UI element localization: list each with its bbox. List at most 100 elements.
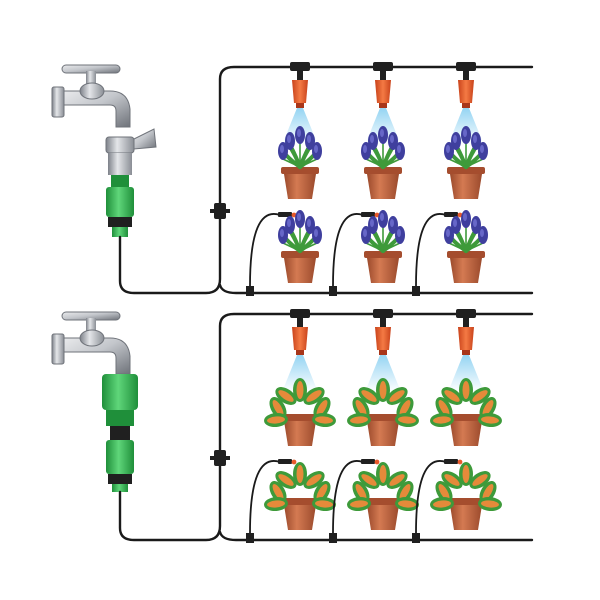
flower-pot	[281, 498, 319, 530]
drip-connector	[412, 286, 420, 296]
pot-body	[284, 258, 316, 283]
nozzle	[292, 80, 308, 103]
mist-sprinkler	[365, 309, 401, 392]
pot-body	[450, 174, 482, 199]
pot-body	[367, 505, 399, 530]
tee-connector	[456, 309, 476, 318]
pot-rim	[447, 251, 485, 258]
nozzle	[458, 80, 474, 103]
nozzle	[458, 327, 474, 350]
drip-emitter	[246, 212, 297, 296]
tee-connector	[373, 62, 393, 71]
drip-emitter	[412, 459, 463, 543]
drip-connector	[329, 533, 337, 543]
drip-tube	[415, 460, 447, 534]
wing-nut	[133, 128, 157, 150]
lower-tube	[218, 530, 534, 542]
pot-body	[450, 258, 482, 283]
quick-connector	[106, 440, 134, 474]
drip-stake	[361, 459, 375, 464]
nozzle	[292, 327, 308, 350]
irrigation-system-1	[51, 62, 534, 296]
mist-spray	[365, 355, 401, 392]
drip-connector	[246, 533, 254, 543]
drip-connector	[412, 533, 420, 543]
faucet-mount	[51, 86, 65, 118]
faucet	[51, 64, 131, 128]
pot-body	[367, 174, 399, 199]
orange-plant	[347, 378, 419, 428]
pot-rim	[281, 167, 319, 174]
pot-rim	[364, 251, 402, 258]
nozzle	[375, 327, 391, 350]
nozzle	[375, 80, 391, 103]
blue-flower	[361, 126, 405, 169]
orange-plant	[430, 378, 502, 428]
pot-rim	[281, 498, 319, 505]
faucet-mount	[51, 333, 65, 365]
pot-rim	[447, 167, 485, 174]
mist-spray	[448, 355, 484, 392]
pot-rim	[364, 414, 402, 421]
flower-pot	[447, 414, 485, 446]
drip-tube	[415, 213, 447, 287]
pot-body	[450, 505, 482, 530]
flower-pot	[364, 167, 402, 199]
pot-rim	[281, 251, 319, 258]
faucet-body	[63, 90, 131, 128]
drip-emitter	[246, 459, 297, 543]
flower-pot	[364, 251, 402, 283]
quick-connector	[106, 187, 134, 217]
tap-adapter	[102, 374, 138, 410]
blue-flower	[278, 210, 322, 253]
drip-tube	[332, 213, 364, 287]
drip-emitter	[329, 459, 380, 543]
mist-sprinkler	[282, 309, 318, 392]
pot-rim	[281, 414, 319, 421]
pot-body	[367, 258, 399, 283]
drip-emitter	[412, 212, 463, 296]
blue-flower	[278, 126, 322, 169]
metal-adapter	[105, 136, 135, 154]
pot-body	[450, 421, 482, 446]
lower-tube	[218, 283, 534, 295]
main-tube	[118, 312, 534, 542]
pot-body	[284, 174, 316, 199]
orange-plant	[264, 462, 336, 512]
orange-plant	[264, 378, 336, 428]
drip-stake	[444, 212, 458, 217]
flower-pot	[281, 251, 319, 283]
flower-pot	[281, 167, 319, 199]
pot-rim	[364, 167, 402, 174]
tee-connector	[290, 309, 310, 318]
orange-plant	[347, 462, 419, 512]
flower-pot	[447, 498, 485, 530]
flower-pot	[364, 414, 402, 446]
faucet	[51, 311, 131, 375]
irrigation-system-2	[51, 309, 534, 543]
blue-flower	[444, 126, 488, 169]
mist-sprinkler	[448, 309, 484, 392]
drip-connector	[329, 286, 337, 296]
orange-plant	[430, 462, 502, 512]
pot-body	[367, 421, 399, 446]
green-nipple	[111, 175, 129, 187]
pot-rim	[364, 498, 402, 505]
flower-pot	[281, 414, 319, 446]
mist-spray	[282, 355, 318, 392]
drip-stake	[361, 212, 375, 217]
pot-body	[284, 505, 316, 530]
tee-connector	[373, 309, 393, 318]
tee-connector	[456, 62, 476, 71]
blue-flower	[444, 210, 488, 253]
tee-connector	[290, 62, 310, 71]
flower-pot	[447, 167, 485, 199]
drip-tube	[332, 460, 364, 534]
drip-stake	[278, 212, 292, 217]
blue-flower	[361, 210, 405, 253]
drip-connector	[246, 286, 254, 296]
flower-pot	[447, 251, 485, 283]
drip-tube	[249, 460, 281, 534]
